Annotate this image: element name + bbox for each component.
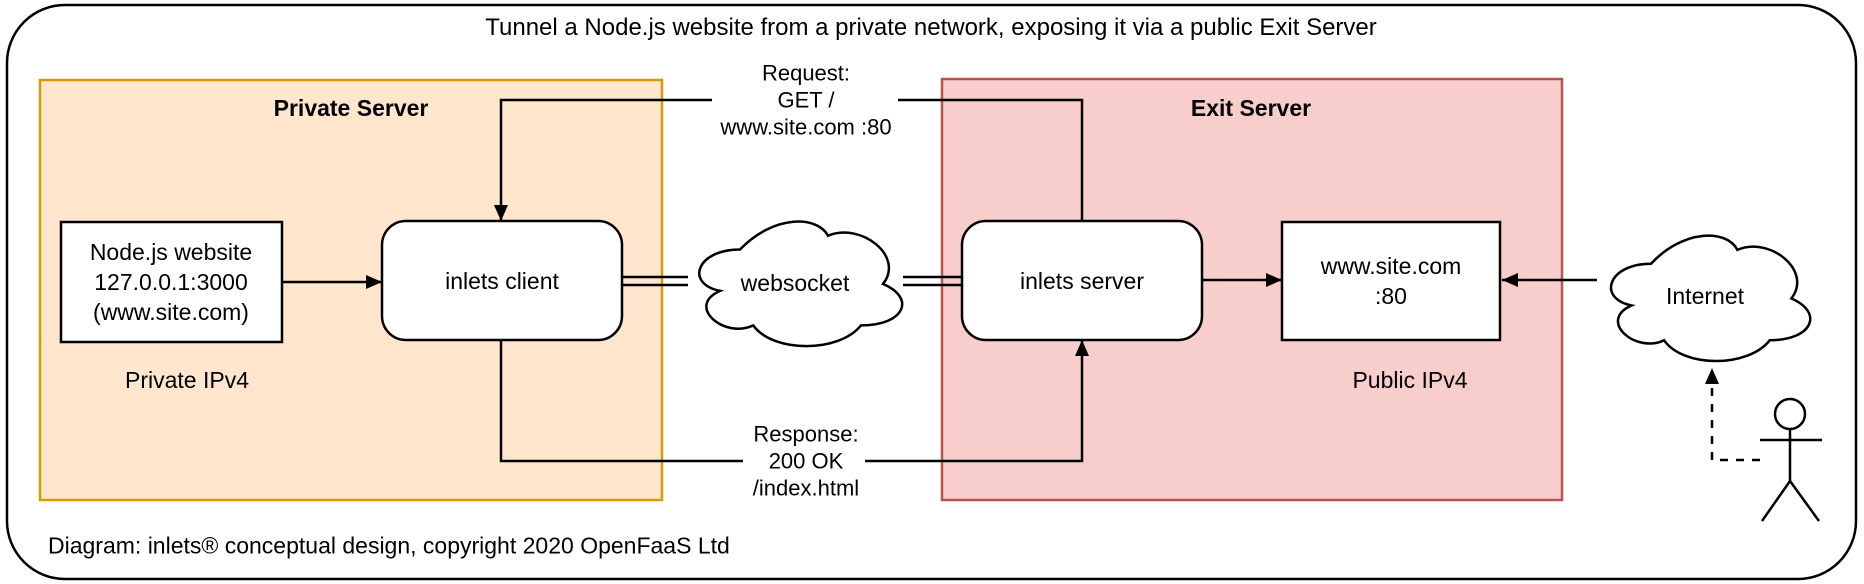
link-client-websocket bbox=[622, 275, 688, 287]
node-website-box bbox=[59, 220, 284, 344]
inlets-client-label: inlets client bbox=[445, 268, 559, 294]
diagram-title: Tunnel a Node.js website from a private … bbox=[485, 14, 1377, 41]
node-website-label: Node.js website 127.0.0.1:3000 (www.site… bbox=[90, 237, 252, 327]
node-website-line1: Node.js website bbox=[89, 239, 253, 265]
node-website-line3: (www.site.com) bbox=[93, 299, 249, 325]
response-line2: 200 OK bbox=[768, 448, 844, 474]
link-websocket-server bbox=[903, 275, 962, 287]
site-label-line2: :80 bbox=[1375, 283, 1407, 309]
inlets-client-box bbox=[380, 219, 624, 342]
response-line-left bbox=[499, 340, 743, 463]
arrow-user-to-internet bbox=[1705, 368, 1760, 462]
request-line-right bbox=[898, 98, 1084, 221]
site-label: www.site.com :80 bbox=[1321, 251, 1462, 311]
inlets-server-label: inlets server bbox=[1020, 268, 1144, 294]
request-label: Request: GET / www.site.com :80 bbox=[720, 60, 891, 141]
request-line3: www.site.com :80 bbox=[720, 114, 892, 140]
websocket-cloud-icon bbox=[698, 220, 904, 348]
site-label-line1: www.site.com bbox=[1320, 253, 1462, 279]
site-box bbox=[1280, 220, 1502, 342]
private-ipv4-label: Private IPv4 bbox=[125, 367, 249, 393]
copyright-footer: Diagram: inlets® conceptual design, copy… bbox=[48, 532, 730, 559]
internet-label: Internet bbox=[1666, 283, 1744, 309]
response-line-right bbox=[865, 340, 1089, 463]
internet-cloud-icon bbox=[1609, 234, 1812, 363]
response-label: Response: 200 OK /index.html bbox=[753, 421, 859, 502]
connectors bbox=[282, 98, 1760, 463]
request-line2: GET / bbox=[777, 87, 835, 113]
node-website-line2: 127.0.0.1:3000 bbox=[94, 269, 248, 295]
public-ipv4-label: Public IPv4 bbox=[1352, 367, 1468, 393]
response-line1: Response: bbox=[753, 421, 859, 447]
websocket-label: websocket bbox=[740, 270, 850, 296]
request-line-left bbox=[494, 98, 712, 221]
request-line1: Request: bbox=[761, 60, 851, 86]
inlets-server-box bbox=[960, 219, 1204, 342]
private-server-header: Private Server bbox=[273, 95, 429, 121]
user-stick-figure-icon bbox=[1760, 397, 1822, 522]
exit-server-header: Exit Server bbox=[1190, 95, 1312, 121]
response-line3: /index.html bbox=[752, 475, 860, 501]
